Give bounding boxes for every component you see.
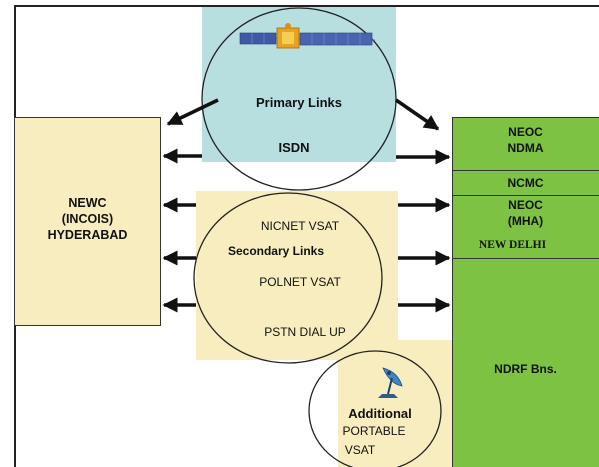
nicnet-vsat-label: NICNET VSAT [260, 219, 340, 233]
primary-links-title: Primary Links [256, 95, 342, 110]
secondary-links-panel [196, 191, 398, 360]
pstn-dial-up-label: PSTN DIAL UP [264, 325, 346, 339]
additional-vsat-label: VSAT [344, 443, 376, 457]
frame-top-line [14, 5, 599, 7]
ncmc-label: NCMC [507, 176, 544, 190]
right-green-stack [452, 117, 599, 467]
neoc-mha-label-line2: (MHA) [507, 214, 544, 228]
arrow-primary-to-neoc [394, 98, 440, 131]
additional-links-ellipse [308, 350, 442, 467]
neoc-mha-label-line1: NEOC [508, 198, 543, 212]
divider-ndma-ncmc [452, 170, 599, 171]
ndrf-label: NDRF Bns. [494, 362, 557, 376]
satellite-icon [239, 23, 376, 49]
secondary-links-ellipse [193, 192, 383, 364]
newc-label-line1: NEWC [68, 196, 107, 210]
neoc-ndma-label-line1: NEOC [508, 125, 543, 139]
primary-links-ellipse [201, 7, 397, 191]
additional-links-panel [338, 340, 454, 467]
neoc-ndma-label-line2: NDMA [507, 141, 544, 155]
divider-ncmc-mha [452, 195, 599, 196]
newc-label-line3: HYDERABAD [47, 228, 128, 242]
additional-portable-label: PORTABLE [342, 424, 406, 438]
additional-title: Additional [348, 406, 412, 421]
new-delhi-label: NEW DELHI [478, 239, 547, 251]
polnet-vsat-label: POLNET VSAT [259, 275, 341, 289]
arrow-primary-to-newc [166, 98, 219, 126]
divider-delhi-ndrf [452, 258, 599, 259]
secondary-links-title: Secondary Links [227, 244, 325, 258]
newc-label-line2: (INCOIS) [61, 212, 114, 226]
isdn-label: ISDN [278, 140, 310, 155]
satellite-dish-icon [378, 367, 403, 398]
newc-node [14, 117, 161, 326]
